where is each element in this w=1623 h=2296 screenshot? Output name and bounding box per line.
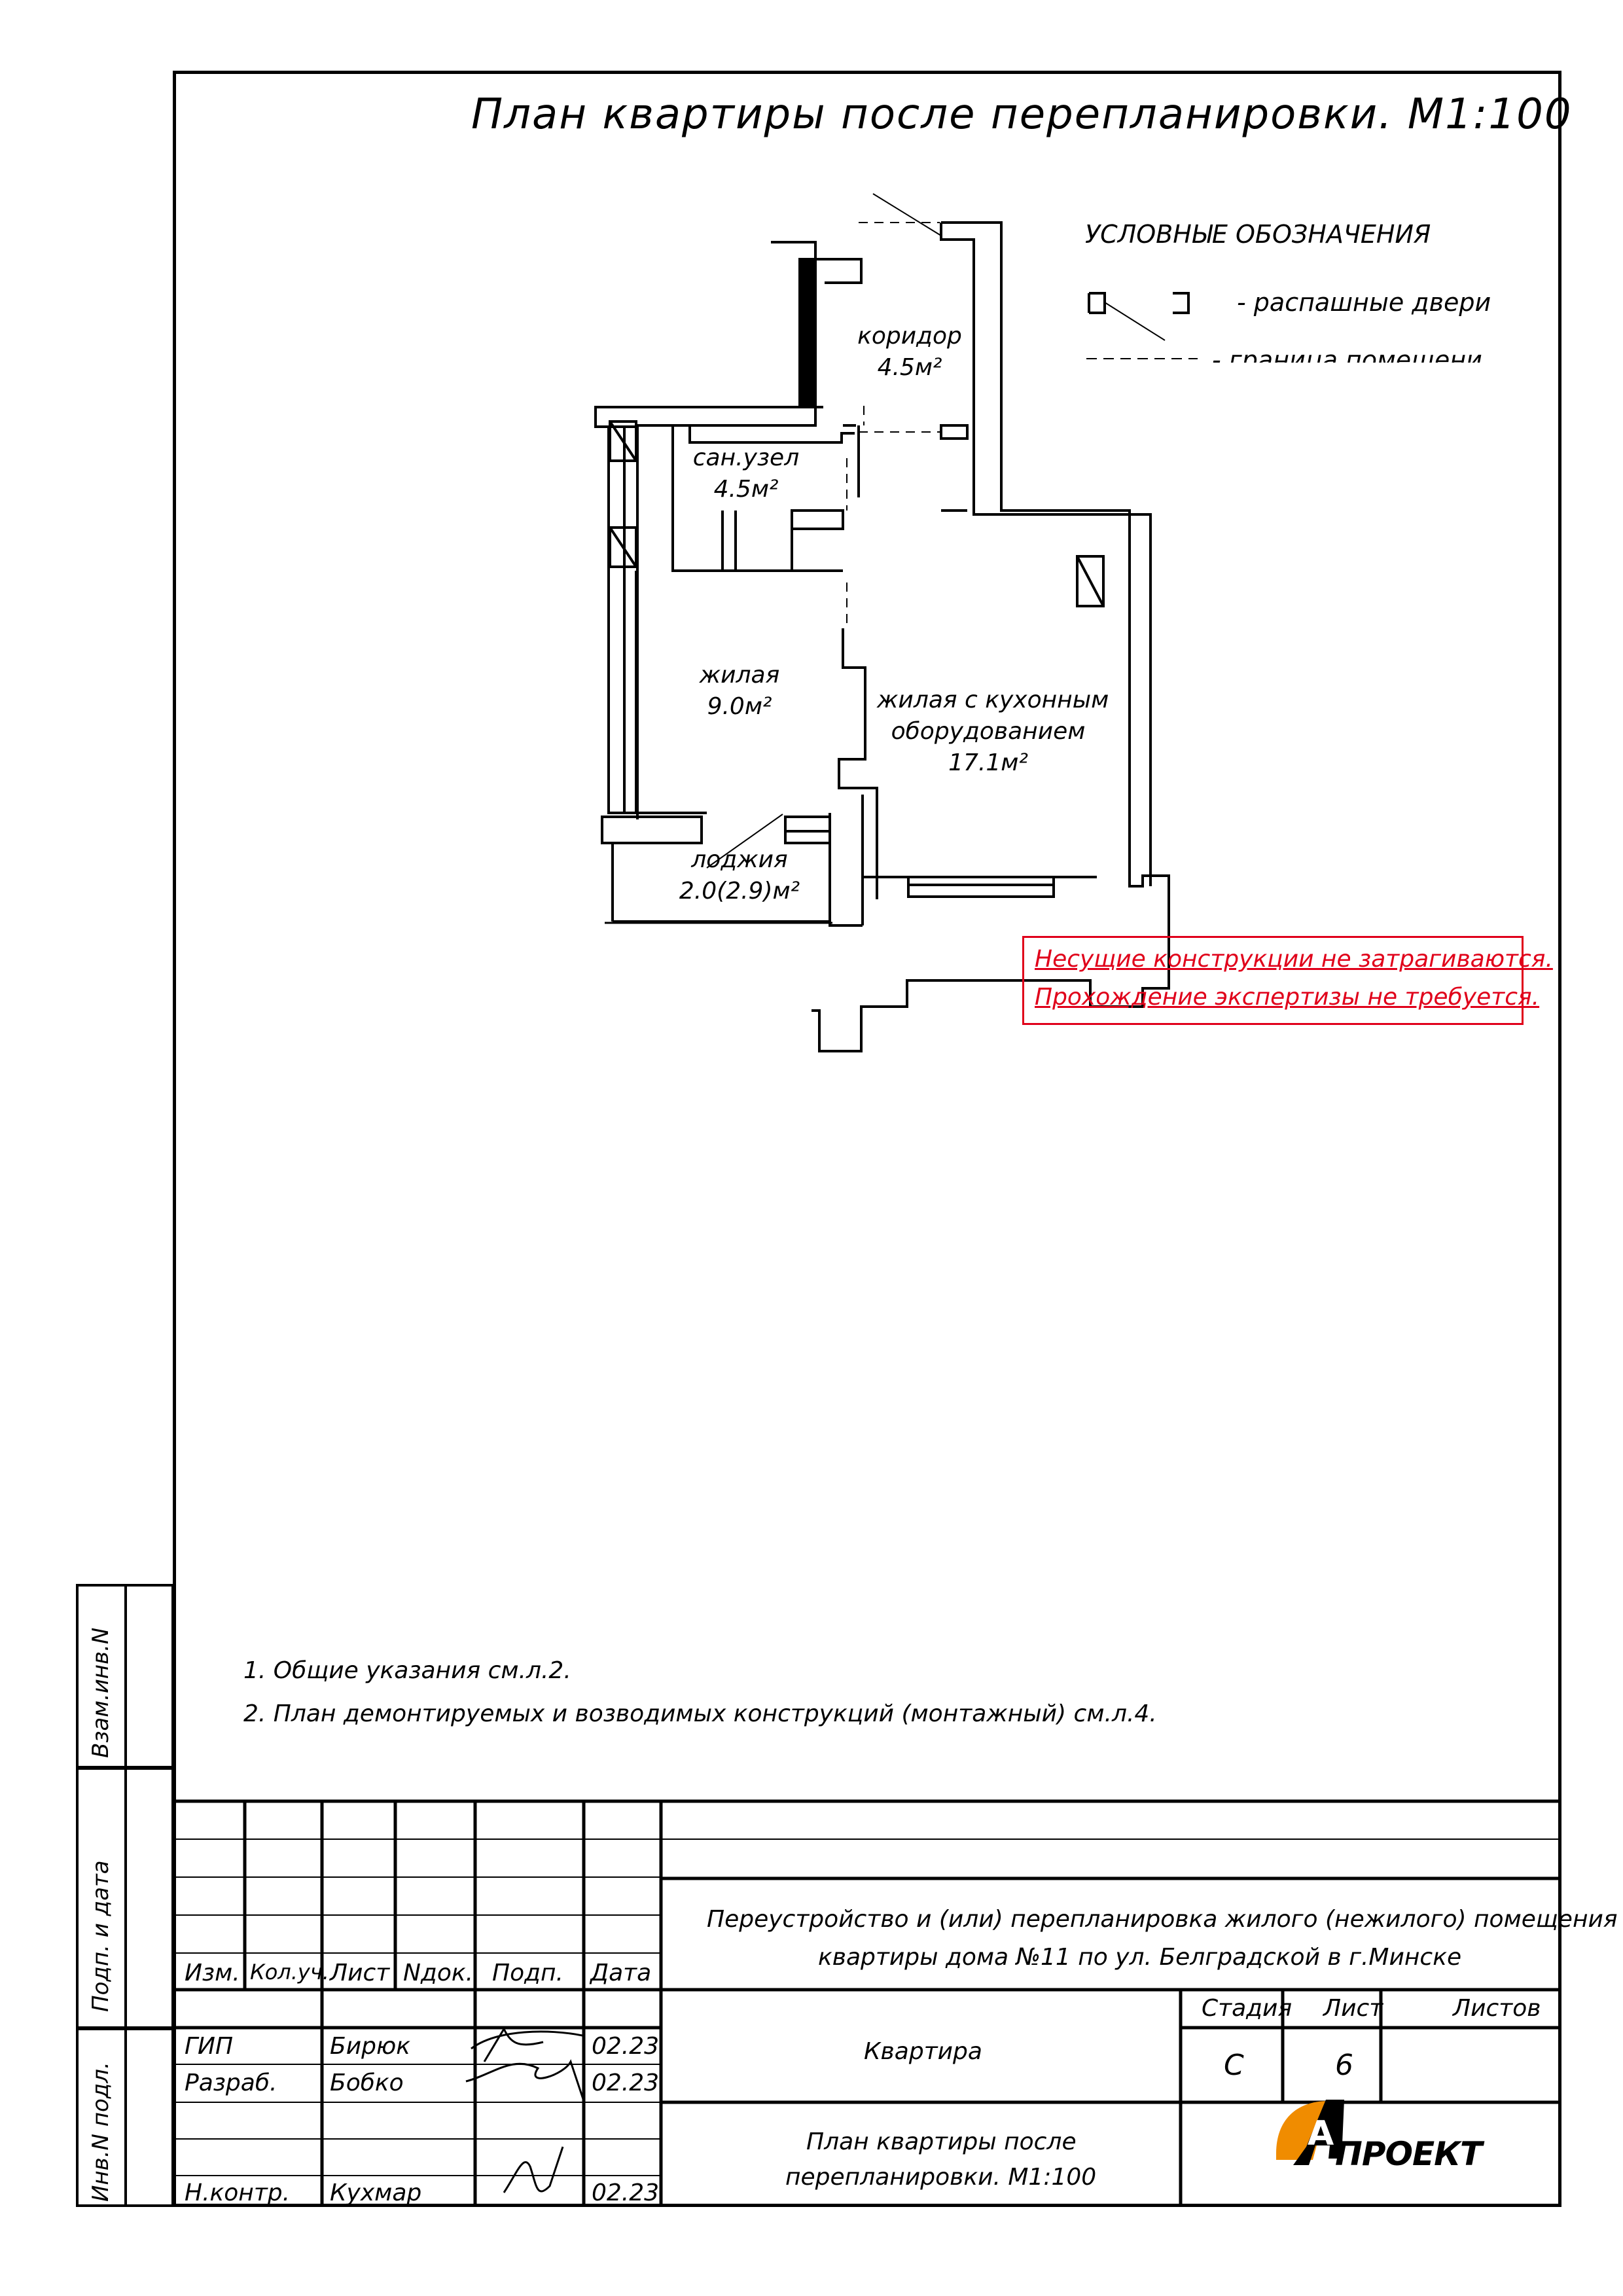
tb-drawing-line-1: План квартиры после xyxy=(806,2128,1077,2155)
tb-gip-date: 02.23 xyxy=(592,2033,660,2060)
side-label-podp: Подп. и дата xyxy=(88,1860,114,2012)
tb-stage-value: С xyxy=(1224,2049,1244,2082)
tb-header-kolch: Кол.уч. xyxy=(250,1960,329,1984)
side-stamp-inv: Инв.N подл. xyxy=(76,2028,174,2207)
tb-header-ndok: Nдок. xyxy=(403,1960,474,1986)
tb-gip-role: ГИП xyxy=(185,2033,234,2060)
tb-gip-name: Бирюк xyxy=(330,2033,410,2060)
warning-box: Несущие конструкции не затрагиваются. Пр… xyxy=(1022,936,1553,1025)
room-kitchen-living: жилая с кухонным оборудованием 17.1м² xyxy=(877,687,1109,776)
side-label-vzam: Взам.инв.N xyxy=(88,1627,114,1758)
warning-line-1: Несущие конструкции не затрагиваются. xyxy=(1035,946,1553,973)
company-logo-mark: А xyxy=(1308,2114,1334,2153)
tb-project-line-2: квартиры дома №11 по ул. Белградской в г… xyxy=(818,1944,1462,1971)
general-notes: 1. Общие указания см.л.2. 2. План демонт… xyxy=(243,1657,1157,1727)
side-stamp-podp: Подп. и дата xyxy=(76,1767,174,2029)
warning-line-2: Прохождение экспертизы не требуется. xyxy=(1035,984,1540,1011)
tb-object: Квартира xyxy=(864,2038,982,2065)
room-bathroom: сан.узел 4.5м² xyxy=(692,444,800,503)
tb-razr-name: Бобко xyxy=(330,2070,404,2096)
room-loggia: лоджия 2.0(2.9)м² xyxy=(679,846,800,905)
tb-project-line-1: Переустройство и (или) перепланировка жи… xyxy=(707,1906,1618,1933)
tb-header-list: Лист xyxy=(330,1960,390,1986)
tb-header-podp: Подп. xyxy=(492,1960,563,1986)
room-corridor: коридор 4.5м² xyxy=(857,323,962,381)
company-logo-text: ПРОЕКТ xyxy=(1335,2135,1482,2173)
signatures xyxy=(465,2026,585,2193)
tb-razr-date: 02.23 xyxy=(592,2070,660,2096)
logo-mark xyxy=(1276,2100,1344,2165)
tb-razr-role: Разраб. xyxy=(185,2070,277,2096)
tb-nk-role: Н.контр. xyxy=(185,2179,291,2206)
side-label-inv: Инв.N подл. xyxy=(88,2062,114,2202)
tb-header-izm: Изм. xyxy=(185,1960,240,1986)
tb-header-data: Дата xyxy=(590,1960,652,1986)
side-stamp-vzam: Взам.инв.N xyxy=(76,1584,174,1768)
legend-doors-label: - распашные двери xyxy=(1237,288,1491,317)
tb-sheet-header: Лист xyxy=(1323,1995,1383,2022)
tb-nk-date: 02.23 xyxy=(592,2179,660,2206)
room-living: жилая 9.0м² xyxy=(699,662,780,720)
sheet-title: План квартиры после перепланировки. М1:1… xyxy=(471,90,1573,139)
legend-title: УСЛОВНЫЕ ОБОЗНАЧЕНИЯ xyxy=(1085,220,1431,249)
drawing-frame xyxy=(173,71,1561,2207)
tb-nk-name: Кухмар xyxy=(330,2179,422,2206)
tb-drawing-line-2: перепланировки. М1:100 xyxy=(785,2164,1097,2191)
tb-sheets-header: Листов xyxy=(1453,1995,1541,2022)
legend-boundary-label: - граница помещени xyxy=(1212,346,1482,363)
tb-stage-header: Стадия xyxy=(1202,1995,1293,2022)
tb-sheet-value: 6 xyxy=(1335,2049,1353,2082)
